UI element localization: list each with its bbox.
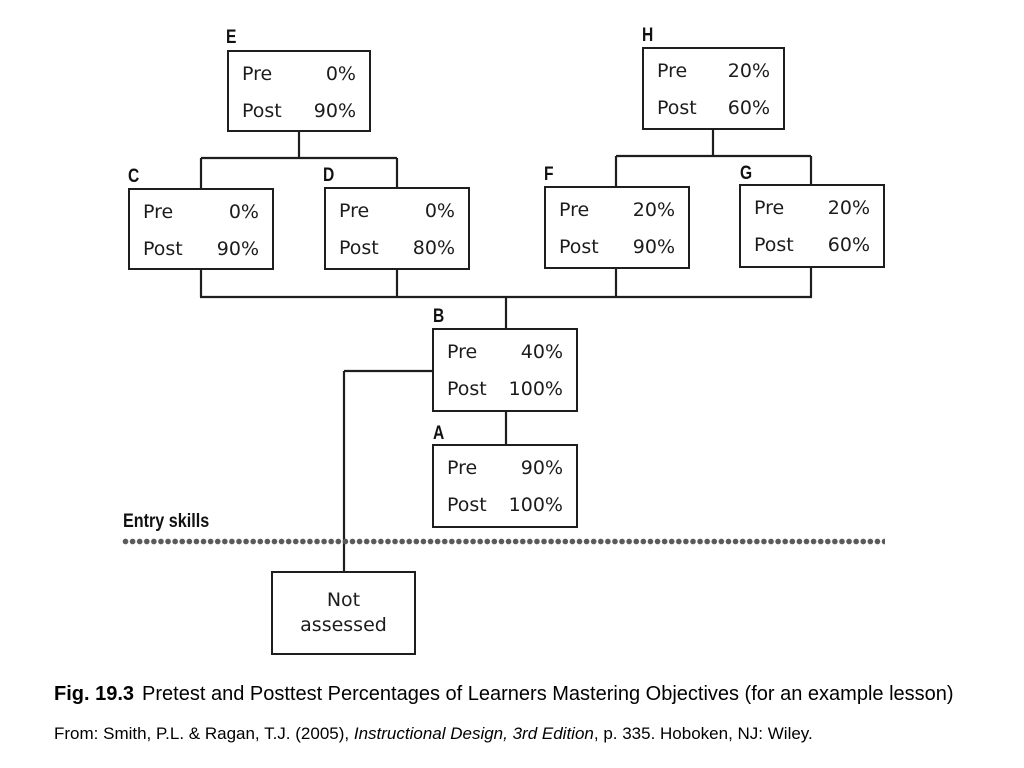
node-b-pre-value: 40%: [520, 341, 563, 363]
node-e-post-value: 90%: [313, 100, 356, 122]
node-h-box: Pre 20% Post 60%: [642, 47, 785, 130]
node-h-pre-label: Pre: [657, 60, 688, 82]
node-h-post-value: 60%: [727, 97, 770, 119]
node-f-post-value: 90%: [632, 236, 675, 258]
node-d-label: D: [323, 165, 334, 186]
node-e-label: E: [226, 27, 236, 48]
node-f-pre-label: Pre: [559, 199, 590, 221]
node-g-pre-label: Pre: [754, 197, 785, 219]
source-prefix: From: Smith, P.L. & Ragan, T.J. (2005),: [54, 724, 354, 743]
node-a-pre-value: 90%: [520, 457, 563, 479]
node-g-pre-value: 20%: [827, 197, 870, 219]
figure-caption: Fig. 19.3 Pretest and Posttest Percentage…: [54, 681, 1014, 708]
node-a-post-label: Post: [447, 494, 487, 516]
node-a-pre-label: Pre: [447, 457, 478, 479]
node-e-pre-label: Pre: [242, 63, 273, 85]
node-c-pre-label: Pre: [143, 201, 174, 223]
node-c-pre-value: 0%: [228, 201, 259, 223]
node-a-post-value: 100%: [508, 494, 563, 516]
node-c-box: Pre 0% Post 90%: [128, 188, 274, 270]
node-b-label: B: [433, 306, 444, 327]
node-e-box: Pre 0% Post 90%: [227, 50, 371, 132]
node-c-label: C: [128, 166, 139, 187]
not-assessed-box: Not assessed: [271, 571, 416, 655]
node-g-box: Pre 20% Post 60%: [739, 184, 885, 268]
node-g-label: G: [740, 163, 752, 184]
node-b-box: Pre 40% Post 100%: [432, 328, 578, 412]
node-b-pre-label: Pre: [447, 341, 478, 363]
entry-skills-label: Entry skills: [123, 511, 210, 532]
node-b-post-label: Post: [447, 378, 487, 400]
figure-number: Fig. 19.3: [54, 683, 135, 705]
node-c-post-label: Post: [143, 238, 183, 260]
node-g-post-label: Post: [754, 234, 794, 256]
not-assessed-line2: assessed: [300, 614, 387, 636]
node-f-box: Pre 20% Post 90%: [544, 186, 690, 269]
node-d-pre-value: 0%: [424, 200, 455, 222]
not-assessed-line1: Not: [326, 589, 361, 611]
node-h-post-label: Post: [657, 97, 697, 119]
source-citation: From: Smith, P.L. & Ragan, T.J. (2005), …: [54, 724, 813, 744]
node-b-post-value: 100%: [508, 378, 563, 400]
node-d-box: Pre 0% Post 80%: [324, 187, 470, 270]
node-f-post-label: Post: [559, 236, 599, 258]
node-a-box: Pre 90% Post 100%: [432, 444, 578, 528]
figure-caption-text: Pretest and Posttest Percentages of Lear…: [142, 683, 954, 705]
node-f-label: F: [544, 164, 554, 185]
source-book-title: Instructional Design, 3rd Edition: [353, 724, 594, 743]
node-e-pre-value: 0%: [325, 63, 356, 85]
node-g-post-value: 60%: [827, 234, 870, 256]
node-h-pre-value: 20%: [727, 60, 770, 82]
node-c-post-value: 90%: [216, 238, 259, 260]
source-suffix: , p. 335. Hoboken, NJ: Wiley.: [593, 724, 813, 743]
node-f-pre-value: 20%: [632, 199, 675, 221]
node-d-post-value: 80%: [412, 237, 455, 259]
node-a-label: A: [433, 423, 444, 444]
node-d-pre-label: Pre: [339, 200, 370, 222]
entry-skills-dotted-line: [122, 538, 885, 545]
node-h-label: H: [642, 25, 653, 46]
node-d-post-label: Post: [339, 237, 379, 259]
node-e-post-label: Post: [242, 100, 282, 122]
